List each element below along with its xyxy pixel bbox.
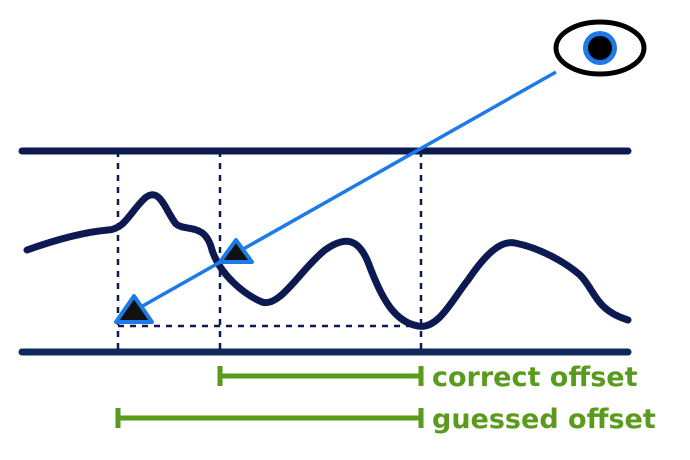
surface-curve: [23, 191, 632, 330]
triangle-marker-icon: [114, 294, 154, 324]
correct-offset-label: correct offset: [432, 362, 638, 393]
correct-offset-bar: [217, 366, 424, 386]
triangle-marker-icon: [218, 238, 254, 264]
view-ray: [131, 70, 557, 314]
eye-icon: [553, 19, 647, 77]
guessed-offset-bar: [115, 408, 424, 428]
guessed-offset-label: guessed offset: [432, 404, 656, 435]
guide-lines: [116, 151, 423, 355]
